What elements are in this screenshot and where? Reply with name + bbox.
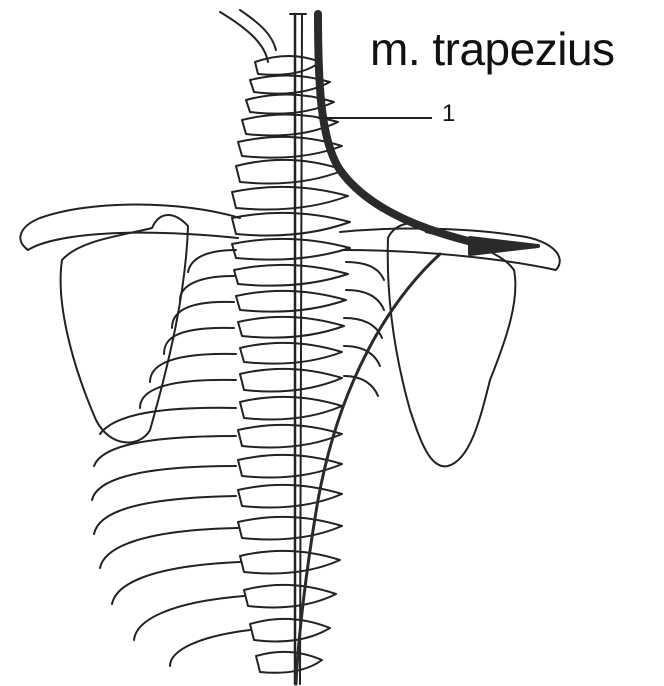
left-scapula (61, 215, 188, 442)
right-ribs (344, 262, 384, 396)
left-clavicle (20, 205, 240, 251)
figure-title: m. trapezius (370, 22, 615, 76)
skull-base-contour (220, 12, 268, 62)
vertebral-column (232, 14, 350, 684)
callout-number: 1 (442, 100, 455, 128)
left-ribs (92, 250, 250, 666)
